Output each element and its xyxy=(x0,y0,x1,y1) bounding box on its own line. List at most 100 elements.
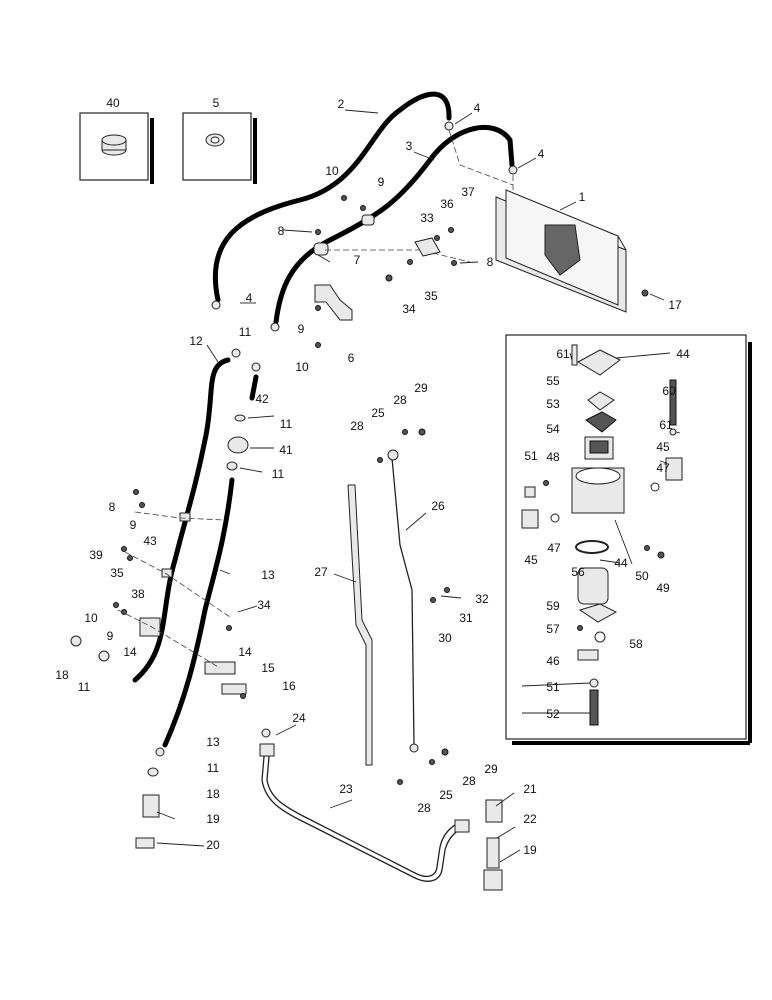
callout: 40 xyxy=(106,96,120,110)
callout: 8 xyxy=(109,500,116,514)
callout: 26 xyxy=(431,499,445,513)
callout: 19 xyxy=(206,812,220,826)
callout: 55 xyxy=(546,374,560,388)
hose-3 xyxy=(273,124,515,325)
callout: 8 xyxy=(487,255,494,269)
clamp-7 xyxy=(313,214,471,263)
callout: 34 xyxy=(257,598,271,612)
callout: 59 xyxy=(546,599,560,613)
callout: 46 xyxy=(546,654,560,668)
callout: 25 xyxy=(371,406,385,420)
callout: 13 xyxy=(261,568,275,582)
callout: 9 xyxy=(378,175,385,189)
callout: 25 xyxy=(439,788,453,802)
callout: 4 xyxy=(474,101,481,115)
callouts: 40 5 2 4 3 4 1 10 9 37 36 33 8 7 8 35 34… xyxy=(55,96,690,857)
tube-23-outer xyxy=(266,744,461,878)
hose-42 xyxy=(249,374,259,401)
callout: 28 xyxy=(462,774,476,788)
small-hardware-upper xyxy=(315,195,649,348)
callout: 28 xyxy=(393,393,407,407)
callout: 11 xyxy=(280,417,293,431)
callout: 52 xyxy=(546,707,560,721)
callout: 16 xyxy=(282,679,296,693)
filter-assembly-panel xyxy=(505,334,752,745)
callout: 14 xyxy=(123,645,137,659)
callout: 2 xyxy=(338,97,345,111)
leader-lines xyxy=(156,109,681,863)
detail-box-40 xyxy=(79,112,154,184)
callout: 4 xyxy=(538,147,545,161)
callout: 11 xyxy=(239,325,252,339)
callout: 19 xyxy=(523,843,537,857)
callout: 11 xyxy=(272,467,285,481)
callout: 51 xyxy=(524,449,538,463)
callout: 8 xyxy=(278,224,285,238)
callout: 21 xyxy=(523,782,537,796)
callout: 49 xyxy=(656,581,670,595)
callout: 11 xyxy=(207,761,220,775)
callout: 3 xyxy=(406,139,413,153)
callout: 9 xyxy=(107,629,114,643)
detail-box-5 xyxy=(182,112,257,184)
callout: 29 xyxy=(414,381,428,395)
callout: 35 xyxy=(110,566,124,580)
callout: 41 xyxy=(279,443,293,457)
callout: 28 xyxy=(350,419,364,433)
callout: 10 xyxy=(295,360,309,374)
callout: 7 xyxy=(354,253,361,267)
callout: 10 xyxy=(84,611,98,625)
bracket-6 xyxy=(314,284,353,321)
callout: 39 xyxy=(89,548,103,562)
callout: 61 xyxy=(556,347,570,361)
tube-23 xyxy=(261,744,463,882)
callout: 10 xyxy=(325,164,339,178)
callout: 15 xyxy=(261,661,275,675)
callout: 56 xyxy=(571,565,585,579)
callout: 51 xyxy=(546,680,560,694)
callout: 43 xyxy=(143,534,157,548)
hose-2 xyxy=(212,91,452,303)
fittings-left xyxy=(70,348,261,849)
callout: 54 xyxy=(546,422,560,436)
callout: 9 xyxy=(298,322,305,336)
callout: 9 xyxy=(130,518,137,532)
callout: 57 xyxy=(546,622,560,636)
small-hardware-left xyxy=(113,489,246,699)
callout: 33 xyxy=(420,211,434,225)
callout: 13 xyxy=(206,735,220,749)
callout: 5 xyxy=(213,96,220,110)
callout: 6 xyxy=(348,351,355,365)
callout: 18 xyxy=(55,668,69,682)
rod-26 xyxy=(377,428,450,785)
fittings-lower xyxy=(259,728,503,891)
callout: 31 xyxy=(459,611,473,625)
callout: 42 xyxy=(255,392,269,406)
oil-cooler xyxy=(495,189,627,313)
callout: 50 xyxy=(635,569,649,583)
lever-27 xyxy=(347,484,373,766)
callout: 17 xyxy=(668,298,682,312)
callout: 34 xyxy=(402,302,416,316)
callout: 22 xyxy=(523,812,537,826)
callout: 32 xyxy=(475,592,489,606)
hose-12 xyxy=(132,357,231,683)
callout: 11 xyxy=(78,680,91,694)
callout: 47 xyxy=(547,541,561,555)
callout: 27 xyxy=(314,565,328,579)
callout: 53 xyxy=(546,397,560,411)
callout: 1 xyxy=(579,190,586,204)
callout: 44 xyxy=(676,347,690,361)
callout: 44 xyxy=(614,556,628,570)
callout: 30 xyxy=(438,631,452,645)
callout: 48 xyxy=(546,450,560,464)
block-33 xyxy=(414,237,441,257)
callout: 4 xyxy=(246,291,253,305)
callout: 37 xyxy=(461,185,475,199)
callout: 35 xyxy=(424,289,438,303)
callout: 18 xyxy=(206,787,220,801)
callout: 45 xyxy=(524,553,538,567)
hose-13 xyxy=(162,477,235,748)
callout: 58 xyxy=(629,637,643,651)
